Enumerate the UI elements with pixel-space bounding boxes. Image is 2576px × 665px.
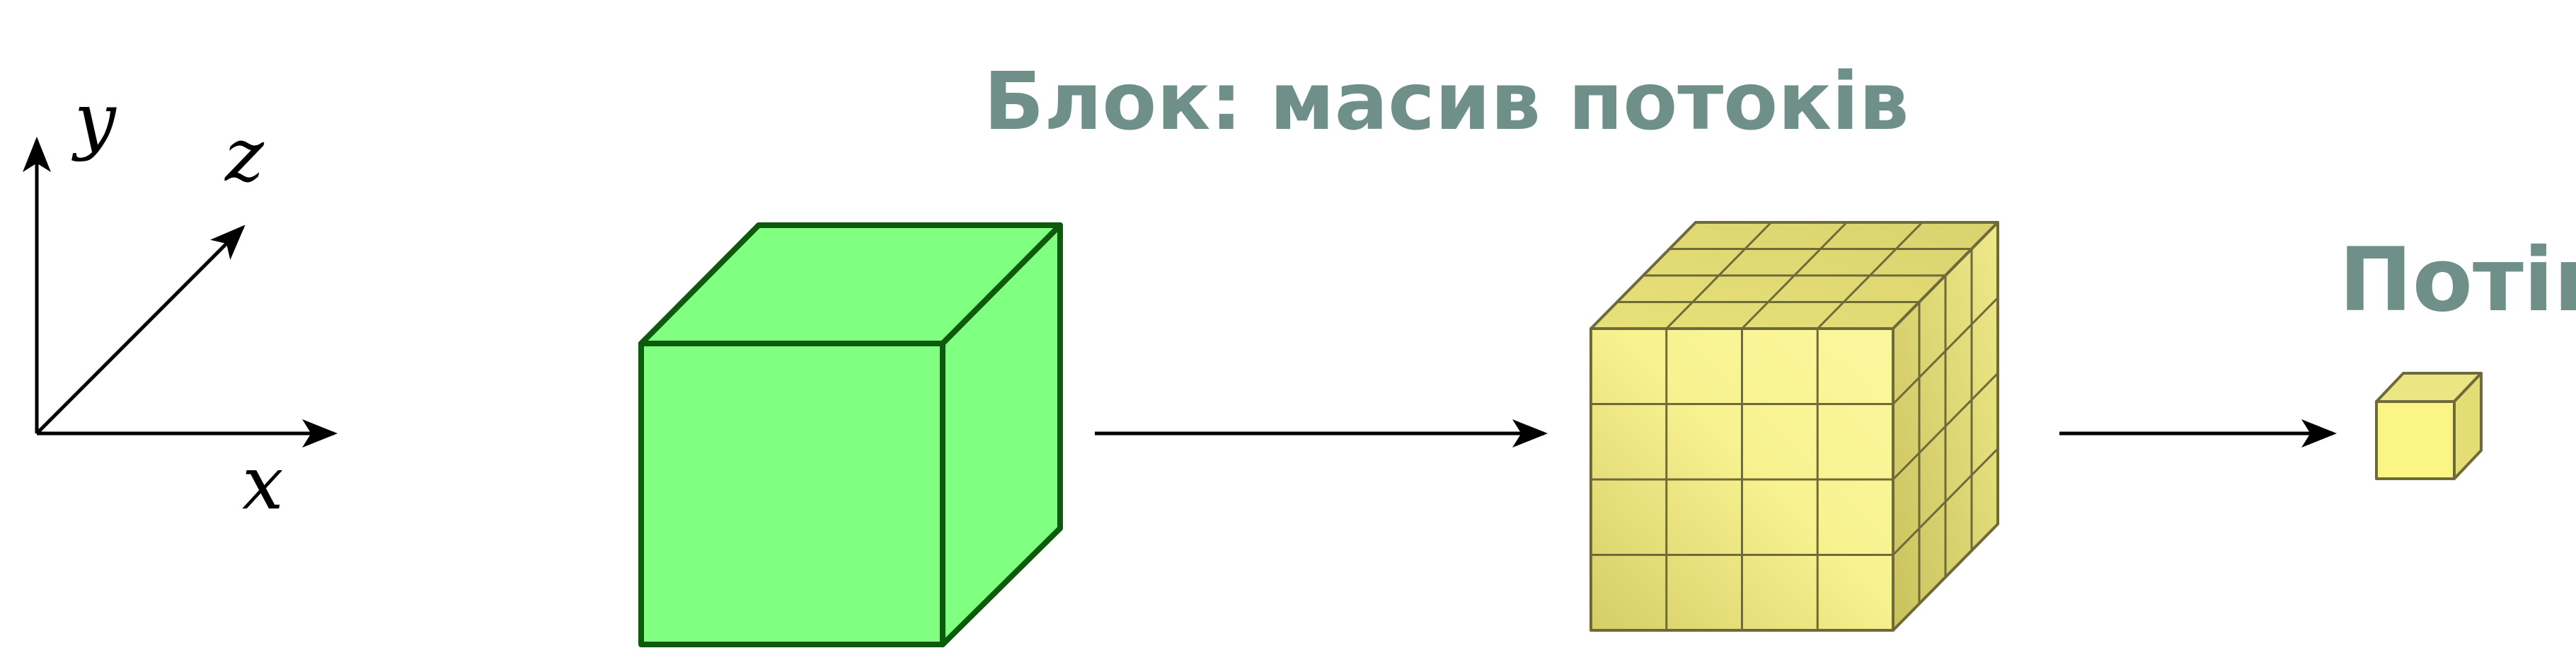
- y-axis-label: y: [71, 76, 117, 163]
- block-cube-front-face: [638, 341, 945, 647]
- thread-cube-front-face: [2375, 400, 2456, 480]
- z-axis-label: z: [224, 112, 265, 198]
- block-title: Блок: масив потоків: [984, 56, 1909, 148]
- block-cube: [638, 222, 1063, 647]
- thread-grid-cube: [1589, 221, 1999, 632]
- thread-label: Потік: [2339, 229, 2576, 331]
- z-axis: [35, 224, 246, 435]
- coordinate-axes: y z x: [22, 76, 338, 526]
- x-axis-label: x: [242, 440, 284, 526]
- thread-cube: [2375, 372, 2483, 480]
